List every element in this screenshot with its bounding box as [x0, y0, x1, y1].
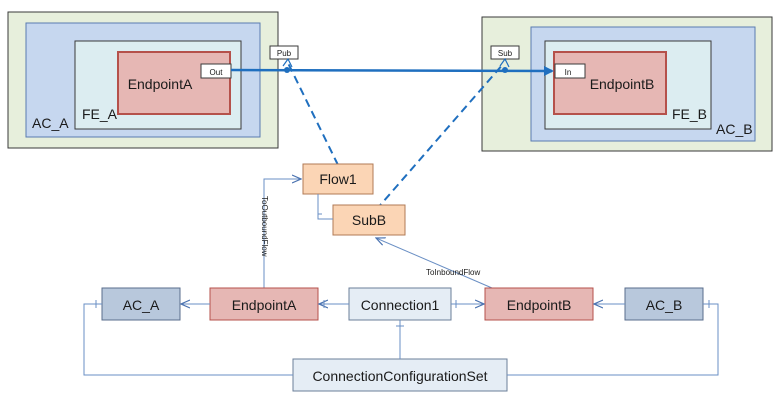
fe-a-label: FE_A: [82, 106, 118, 122]
ac-b-label: AC_B: [716, 121, 753, 137]
config-to-ac-a-loop: [83, 303, 293, 376]
top-right-group: In EndpointB FE_B AC_B Sub: [481, 16, 773, 152]
top-left-group: EndpointA Out FE_A AC_A Pub: [7, 11, 299, 149]
flow1-box: [302, 163, 374, 195]
bottom-endpoint-b-label: EndpointB: [507, 297, 572, 313]
endpoint-b-label: EndpointB: [590, 76, 655, 92]
pub-junction-dot: [284, 67, 290, 73]
in-port-label: In: [565, 68, 572, 77]
to-inbound-connector: [376, 238, 493, 289]
flow1-label: Flow1: [319, 171, 357, 187]
config-set-label: ConnectionConfigurationSet: [312, 368, 487, 384]
config-to-ac-b-loop: [507, 303, 719, 376]
sub-junction-dot: [502, 67, 508, 73]
pub-chevron: [282, 57, 293, 68]
in-port: [554, 63, 586, 79]
fe-b-label: FE_B: [672, 106, 707, 122]
ac-a-label: AC_A: [32, 115, 69, 131]
endpoint-b-box: [553, 51, 667, 115]
to-inbound-label: ToInboundFlow: [426, 268, 480, 277]
bottom-endpoint-a-label: EndpointA: [232, 297, 297, 313]
bottom-ac-b-label: AC_B: [646, 297, 683, 313]
bottom-ac-a-box: [101, 287, 181, 321]
pub-port: [269, 45, 299, 60]
endpoint-a-label: EndpointA: [128, 76, 193, 92]
bottom-ac-b-box: [624, 287, 704, 321]
sub-port-label: Sub: [498, 49, 513, 58]
config-set-box: [292, 358, 508, 392]
pub-port-label: Pub: [277, 49, 292, 58]
subb-to-sub-dashed: [375, 62, 505, 211]
subb-box: [332, 204, 406, 236]
connection1-label: Connection1: [361, 297, 440, 313]
to-outbound-connector: [263, 179, 301, 288]
flow1-to-subb-connector: [317, 194, 333, 220]
to-outbound-label: ToOutboundFlow: [260, 196, 269, 257]
subb-label: SubB: [352, 212, 386, 228]
endpoint-a-box: [117, 51, 231, 115]
bottom-ac-a-label: AC_A: [123, 297, 160, 313]
flow1-to-pub-dashed: [287, 62, 339, 166]
sub-chevron: [499, 57, 510, 68]
out-port-label: Out: [210, 68, 224, 77]
